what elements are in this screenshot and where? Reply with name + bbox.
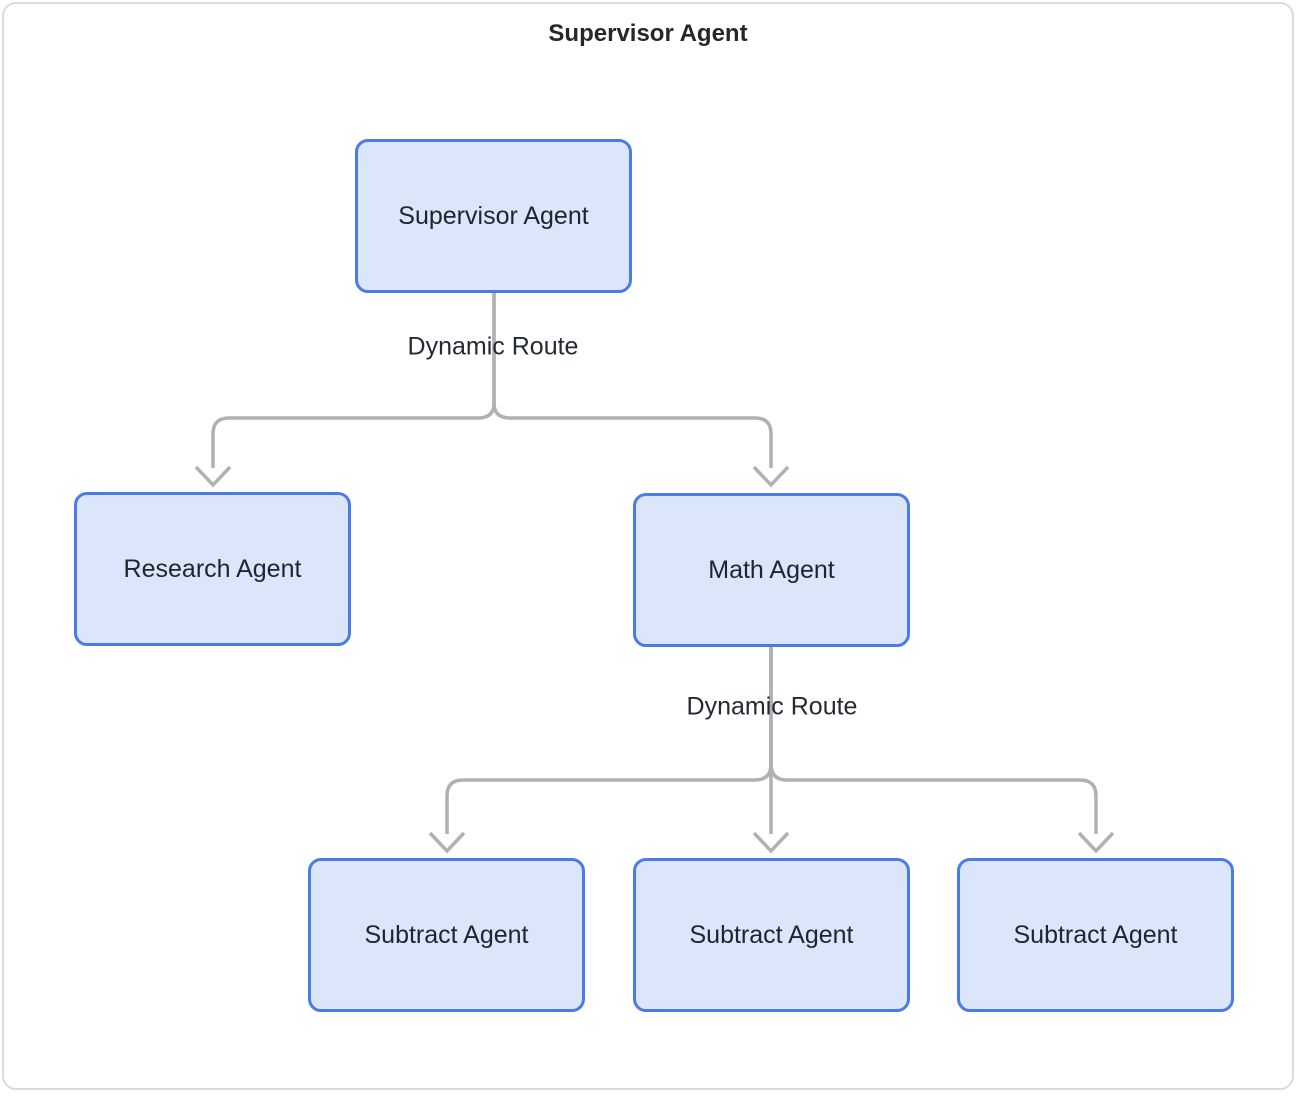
node-label: Subtract Agent <box>689 920 854 949</box>
node-subtract-agent-2: Subtract Agent <box>633 858 910 1012</box>
edge-supervisor-to-research <box>194 292 496 488</box>
node-research-agent: Research Agent <box>74 492 351 646</box>
edges-layer <box>194 292 1115 854</box>
arrowhead-down-icon <box>752 831 790 854</box>
edge-label-dynamic-route-2: Dynamic Route <box>686 692 858 721</box>
arrowhead-down-icon <box>752 465 790 488</box>
edge-line <box>492 292 773 468</box>
arrowhead-down-icon <box>194 465 232 488</box>
edge-line <box>211 292 496 468</box>
node-math-agent: Math Agent <box>633 493 910 647</box>
arrowhead-down-icon <box>428 831 466 854</box>
node-label: Research Agent <box>123 554 302 583</box>
node-subtract-agent-1: Subtract Agent <box>308 858 585 1012</box>
node-supervisor-agent: Supervisor Agent <box>355 139 632 293</box>
diagram-title: Supervisor Agent <box>548 20 748 47</box>
edge-line <box>769 647 1098 834</box>
edge-math-to-subtract-1 <box>428 647 773 854</box>
node-label: Subtract Agent <box>1013 920 1178 949</box>
edge-math-to-subtract-3 <box>769 647 1115 854</box>
node-label: Supervisor Agent <box>398 201 589 230</box>
edge-label-dynamic-route-1: Dynamic Route <box>407 332 579 361</box>
edge-line <box>445 647 773 834</box>
node-subtract-agent-3: Subtract Agent <box>957 858 1234 1012</box>
arrowhead-down-icon <box>1077 831 1115 854</box>
node-label: Math Agent <box>708 555 835 584</box>
edge-supervisor-to-math <box>492 292 790 488</box>
node-label: Subtract Agent <box>364 920 529 949</box>
